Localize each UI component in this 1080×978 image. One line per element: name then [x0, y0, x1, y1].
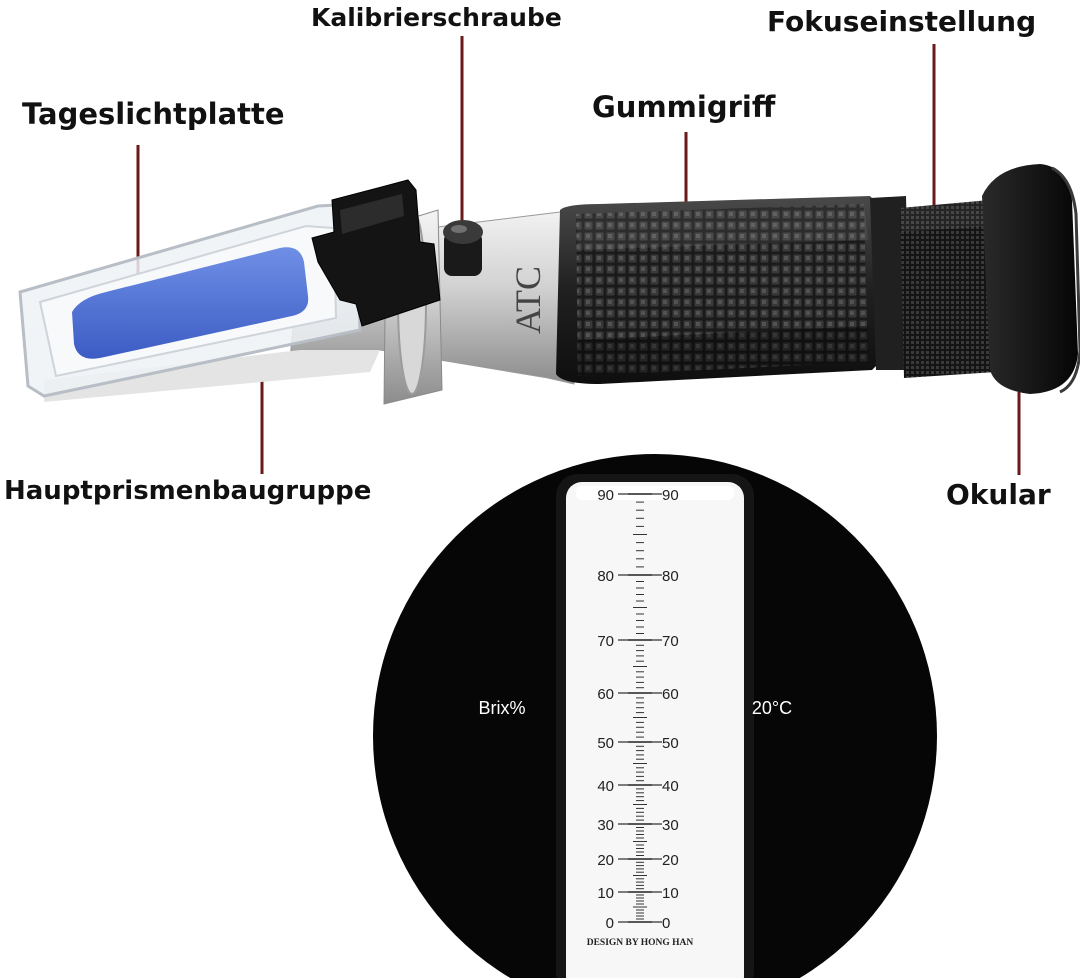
rubber-grip — [556, 196, 882, 384]
brix-caption: Brix% — [478, 698, 525, 718]
scale-strip — [566, 482, 744, 978]
tick-label-left-30: 30 — [597, 817, 614, 834]
eyepiece-rim — [1051, 166, 1080, 394]
tick-label-left-80: 80 — [597, 568, 614, 585]
atc-marking: ATC — [508, 266, 548, 334]
temperature-caption: 20°C — [752, 698, 792, 718]
tick-label-right-30: 30 — [662, 817, 679, 834]
tick-label-right-70: 70 — [662, 633, 679, 650]
scale-tick-labels: 90 90 80 80 70 70 60 60 50 50 40 40 30 3… — [597, 487, 678, 932]
tick-label-right-90: 90 — [662, 487, 679, 504]
tick-label-right-80: 80 — [662, 568, 679, 585]
tick-label-left-20: 20 — [597, 852, 614, 869]
tick-label-left-40: 40 — [597, 778, 614, 795]
label-main-prism-assembly: Hauptprismenbaugruppe — [4, 476, 372, 506]
tick-label-left-0: 0 — [606, 915, 614, 932]
eyepiece — [982, 164, 1078, 394]
tick-label-right-40: 40 — [662, 778, 679, 795]
label-rubber-grip: Gummigriff — [592, 90, 776, 124]
tick-label-left-90: 90 — [597, 487, 614, 504]
tick-label-left-50: 50 — [597, 735, 614, 752]
label-eyepiece: Okular — [946, 478, 1051, 511]
tick-label-right-0: 0 — [662, 915, 670, 932]
label-focus-adjustment: Fokuseinstellung — [767, 5, 1037, 38]
tick-label-right-50: 50 — [662, 735, 679, 752]
daylight-plate — [72, 247, 309, 359]
scale-ticks — [618, 493, 662, 923]
tick-label-right-60: 60 — [662, 686, 679, 703]
plate-clamp-highlight — [340, 194, 404, 234]
tick-label-left-60: 60 — [597, 686, 614, 703]
tick-label-left-10: 10 — [597, 885, 614, 902]
refractometer-device: ATC — [18, 164, 1080, 405]
focus-ring — [870, 196, 996, 378]
label-calibration-screw: Kalibrierschraube — [311, 3, 562, 32]
leader-lines — [136, 36, 1021, 475]
prism-base-shadow — [44, 350, 380, 402]
tick-label-right-10: 10 — [662, 885, 679, 902]
label-daylight-plate: Tageslichtplatte — [22, 97, 285, 131]
calibration-screw — [443, 220, 483, 276]
scale-footer: DESIGN BY HONG HAN — [587, 938, 694, 948]
tick-label-left-70: 70 — [597, 633, 614, 650]
scale-viewfield: 90 90 80 80 70 70 60 60 50 50 40 40 30 3… — [373, 454, 937, 978]
tick-label-right-20: 20 — [662, 852, 679, 869]
